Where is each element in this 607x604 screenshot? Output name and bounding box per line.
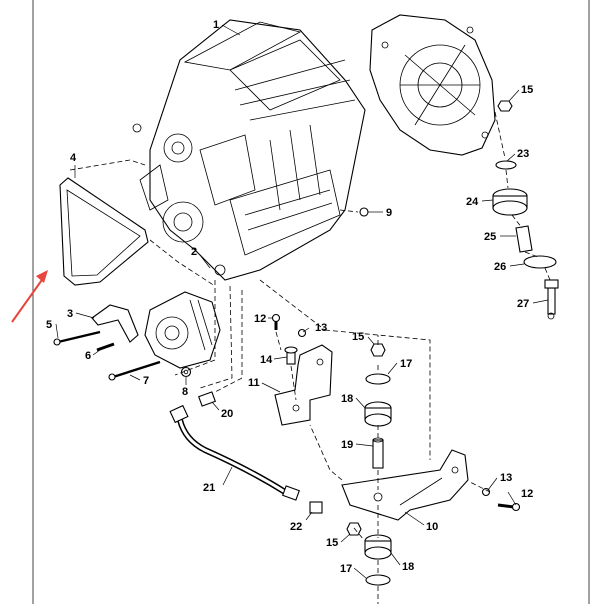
v-belt [59,177,149,286]
callout-15-upper: 15 [352,331,364,343]
bolt-6 [96,342,115,352]
callout-3: 3 [67,308,73,320]
callout-13-lower: 13 [500,472,512,484]
washer-13-upper [297,328,307,338]
callout-17-lower: 17 [340,563,352,575]
fitting-22 [309,501,323,514]
callout-4: 4 [70,152,77,164]
bolt-12-lower [497,503,515,509]
hose-assembly [169,391,323,514]
callout-20: 20 [221,408,233,420]
callout-9: 9 [386,207,392,219]
callout-13-upper: 13 [315,322,327,334]
red-arrow-icon [11,270,48,323]
callout-12-lower: 12 [521,488,533,500]
callout-6: 6 [85,350,91,362]
callout-15-right: 15 [521,84,533,96]
alternator [144,291,221,369]
callout-24: 24 [466,196,479,208]
mount-stack-upper [364,343,392,469]
callout-12-upper: 12 [254,313,266,325]
callout-5: 5 [46,319,52,331]
bolt-5 [57,330,101,344]
callout-2: 2 [191,246,197,258]
callout-18-upper: 18 [341,393,353,405]
flywheel-housing [369,14,496,156]
mount-stack-lower [346,522,392,586]
callout-21: 21 [203,482,215,494]
assembly-dashed-lines [69,111,551,604]
mount-stack-right [492,100,559,320]
callout-leader-lines [55,24,549,579]
callout-26: 26 [494,261,506,273]
bolt-7 [112,360,161,379]
callout-11: 11 [248,377,260,389]
callout-18-lower: 18 [402,561,414,573]
engine-mount-bracket-10 [341,449,469,521]
callout-27: 27 [517,298,529,310]
callout-14: 14 [260,354,273,366]
alternator-bracket [91,304,139,343]
callout-23: 23 [517,148,529,160]
callout-22: 22 [290,521,302,533]
fitting-20 [198,391,216,407]
callout-25: 25 [484,231,496,243]
engine-mount-bracket-11 [274,344,333,426]
callout-17-upper: 17 [400,358,412,370]
engine-assembly [132,19,366,281]
callout-10: 10 [426,521,438,533]
callout-labels: 1 2 3 4 5 6 7 8 9 10 11 12 12 13 13 14 1… [46,19,533,575]
callout-7: 7 [143,375,149,387]
nut-9 [359,207,369,217]
callout-19: 19 [341,439,353,451]
callout-1: 1 [213,19,219,31]
callout-15-lower: 15 [326,537,338,549]
callout-8: 8 [182,386,188,398]
